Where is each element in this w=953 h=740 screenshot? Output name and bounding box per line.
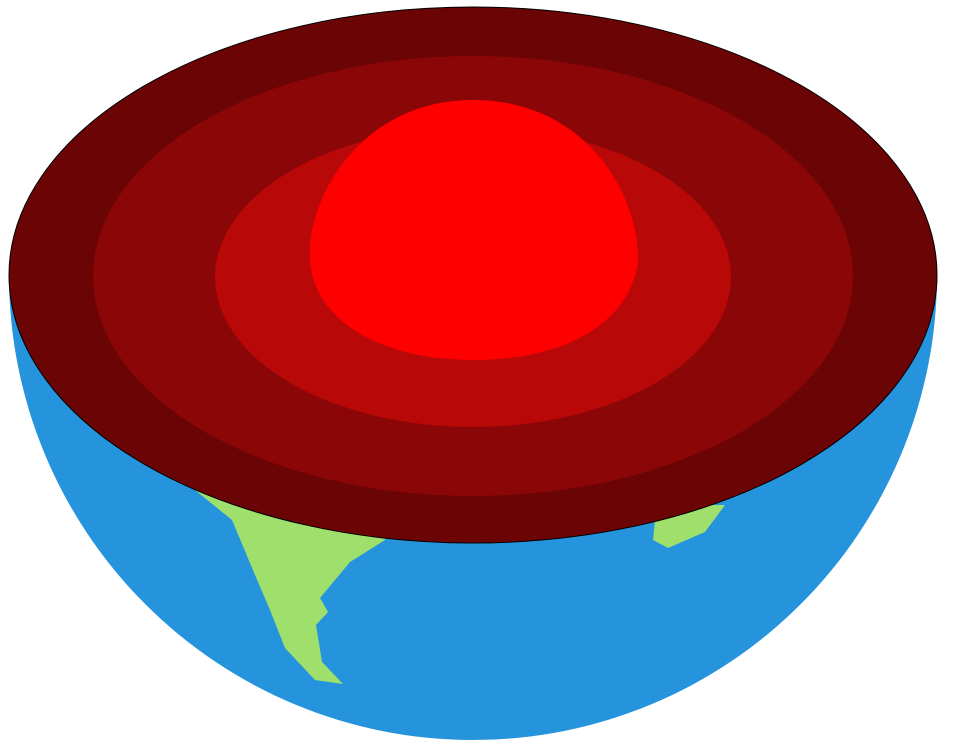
earth-cutaway-svg xyxy=(0,0,953,740)
earth-cutaway-diagram xyxy=(0,0,953,740)
